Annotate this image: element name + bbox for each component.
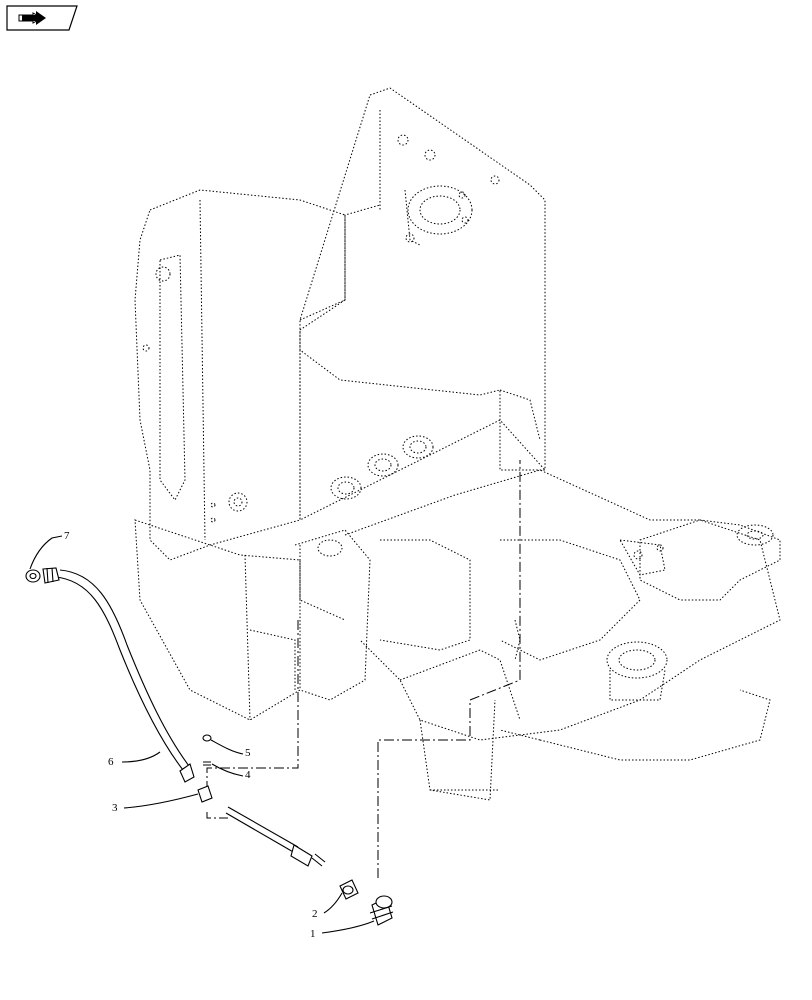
union-fitting <box>197 785 213 803</box>
callout-1-leader <box>321 920 375 934</box>
hose-end-fitting <box>42 567 60 584</box>
callout-4-leader <box>211 763 244 777</box>
centre-lines <box>206 460 521 878</box>
callout-5: 5 <box>245 747 251 759</box>
callout-2: 2 <box>312 908 318 920</box>
washer <box>203 761 211 766</box>
callout-6: 6 <box>108 756 114 768</box>
callout-1: 1 <box>310 928 316 940</box>
next-page-badge[interactable] <box>6 5 78 31</box>
callout-3-leader <box>123 793 199 809</box>
callout-7: 7 <box>64 530 70 542</box>
callout-6-leader <box>121 751 161 763</box>
callout-5-leader <box>210 739 244 755</box>
callout-2-leader <box>323 892 343 914</box>
callout-3: 3 <box>112 802 118 814</box>
hose-assembly <box>25 567 394 926</box>
chassis-frame <box>134 87 781 801</box>
nut <box>202 734 212 742</box>
callouts: 7 6 5 4 3 2 1 <box>29 530 375 940</box>
callout-7-leader <box>29 535 63 570</box>
next-page-arrow-icon <box>6 5 78 31</box>
callout-4: 4 <box>245 769 251 781</box>
